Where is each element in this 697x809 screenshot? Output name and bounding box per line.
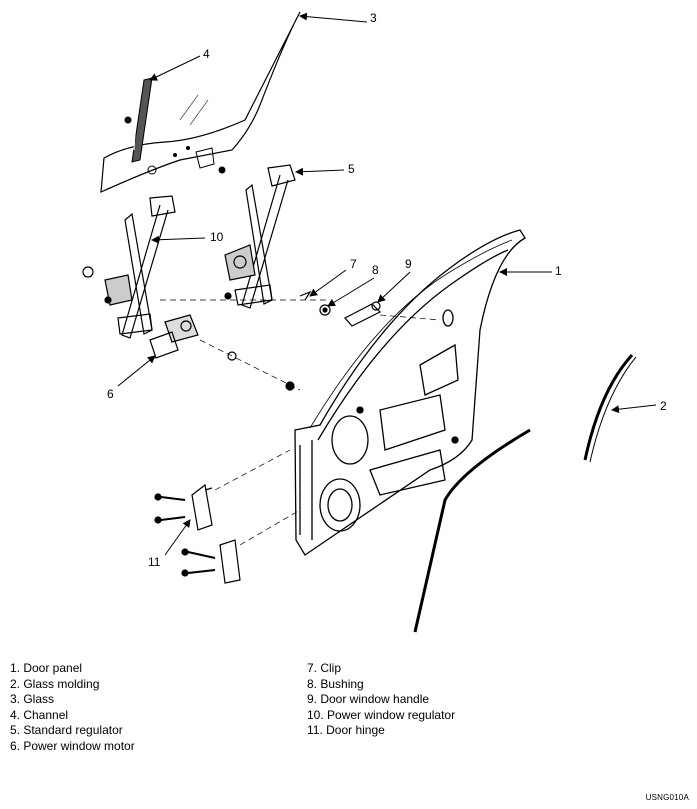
callout-11: 11 [148, 555, 161, 569]
callout-1: 1 [555, 264, 562, 278]
callout-5: 5 [348, 162, 355, 176]
callout-4: 4 [203, 47, 210, 61]
callout-labels: 1 2 3 4 5 6 7 8 9 10 11 [107, 11, 667, 569]
legend-item-5: 5. Standard regulator [10, 723, 123, 738]
callout-10: 10 [210, 230, 224, 244]
callout-2: 2 [660, 399, 667, 413]
channel [124, 77, 157, 175]
callout-3: 3 [370, 11, 377, 25]
legend-item-10: 10. Power window regulator [307, 707, 456, 722]
legend-right: 7. Clip 8. Bushing 9. Door window handle… [307, 661, 455, 739]
assembly-lines [160, 299, 441, 546]
power-window-motor [149, 314, 295, 391]
legend-left: 1. Door panel 2. Glass molding 3. Glass … [10, 661, 135, 755]
legend-item-3: 3. Glass [10, 692, 55, 707]
door-panel [294, 229, 526, 556]
callout-6: 6 [107, 387, 114, 401]
standard-regulator [224, 164, 296, 309]
callout-leaders [117, 12, 657, 556]
legend-item-9: 9. Door window handle [307, 692, 430, 707]
door-hinge [154, 483, 241, 584]
legend-item-6: 6. Power window motor [10, 738, 135, 753]
power-window-regulator [82, 195, 176, 339]
legend-item-11: 11. Door hinge [307, 723, 385, 738]
callout-7: 7 [350, 257, 357, 271]
clip [299, 290, 312, 301]
glass [100, 11, 301, 193]
figure-code: USNG010A [645, 793, 689, 802]
glass-molding [413, 353, 637, 633]
legend-item-8: 8. Bushing [307, 676, 364, 691]
glass-bracket [173, 146, 226, 174]
door-window-handle [344, 301, 382, 327]
exploded-door-diagram: 1 2 3 4 5 6 7 8 9 10 11 [82, 11, 667, 633]
legend-item-4: 4. Channel [10, 707, 69, 722]
callout-9: 9 [405, 257, 412, 271]
legend-item-2: 2. Glass molding [10, 676, 100, 691]
legend-item-7: 7. Clip [307, 661, 342, 675]
bushing [319, 304, 331, 316]
callout-8: 8 [372, 263, 379, 277]
legend-item-1: 1. Door panel [10, 661, 83, 675]
